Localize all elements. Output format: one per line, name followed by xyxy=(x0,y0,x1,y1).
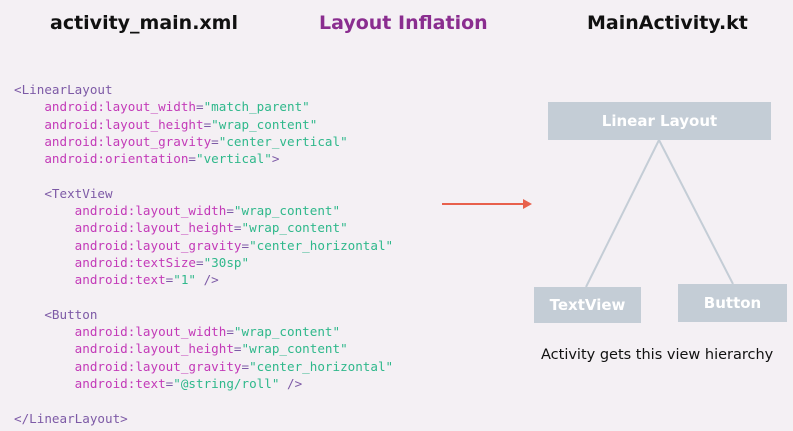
code-token-attr: android:layout_width xyxy=(74,324,227,340)
hierarchy-caption: Activity gets this view hierarchy xyxy=(541,347,774,363)
activity-file-heading: MainActivity.kt xyxy=(587,12,748,34)
code-token-tag: <Button xyxy=(44,306,98,322)
code-token-tag: /> xyxy=(279,376,303,392)
code-token-val: "center_horizontal" xyxy=(249,237,394,253)
code-token-val: "wrap_content" xyxy=(241,341,348,357)
code-token-punct: = xyxy=(241,358,250,374)
code-token-attr: android:orientation xyxy=(44,151,189,167)
code-token-punct: = xyxy=(233,220,242,236)
layout-inflation-heading: Layout Inflation xyxy=(319,12,488,34)
code-token-punct: = xyxy=(233,341,242,357)
code-token-tag: <TextView xyxy=(44,185,113,201)
xml-code-block: <LinearLayout android:layout_width="matc… xyxy=(14,81,393,427)
code-token-val: "30sp" xyxy=(203,254,250,270)
code-token-attr: android:layout_gravity xyxy=(44,133,212,149)
code-token-tag: <LinearLayout xyxy=(14,82,113,97)
code-token-punct: = xyxy=(188,151,196,167)
code-token-attr: android:layout_height xyxy=(44,116,204,132)
code-token-tag: /> xyxy=(196,272,219,288)
code-line: android:layout_gravity="center_horizonta… xyxy=(14,237,393,254)
code-line: <LinearLayout xyxy=(14,81,393,98)
code-token-punct: = xyxy=(211,133,219,149)
code-line: android:layout_gravity="center_horizonta… xyxy=(14,358,393,375)
code-line: <Button xyxy=(14,306,393,323)
connector-to-button xyxy=(658,139,734,285)
arrow-head xyxy=(523,199,532,209)
code-token-val: "wrap_content" xyxy=(233,203,341,219)
code-token-val: "@string/roll" xyxy=(173,376,280,392)
textview-node: TextView xyxy=(534,287,641,323)
code-token-val: "match_parent" xyxy=(203,99,310,115)
code-line: android:layout_width="wrap_content" xyxy=(14,323,393,340)
code-token-punct: = xyxy=(226,203,234,219)
code-line: android:layout_width="match_parent" xyxy=(14,98,393,115)
code-token-tag: > xyxy=(271,151,280,167)
code-line: android:text="@string/roll" /> xyxy=(14,375,393,392)
code-line: android:layout_height="wrap_content" xyxy=(14,116,393,133)
code-token-attr: android:layout_width xyxy=(74,203,227,219)
code-token-tag: </LinearLayout> xyxy=(14,410,128,426)
connector-to-textview xyxy=(585,139,660,288)
xml-file-heading: activity_main.xml xyxy=(50,12,238,34)
code-token-punct: = xyxy=(165,272,174,288)
code-line: android:layout_width="wrap_content" xyxy=(14,202,393,219)
code-token-val: "1" xyxy=(173,272,197,288)
code-token-attr: android:layout_width xyxy=(44,99,196,115)
code-line: android:orientation="vertical"> xyxy=(14,150,393,167)
code-token-val: "center_horizontal" xyxy=(249,358,394,374)
code-line: </LinearLayout> xyxy=(14,410,393,427)
code-token-attr: android:layout_gravity xyxy=(74,237,242,253)
code-token-attr: android:text xyxy=(74,376,166,392)
code-line: android:layout_height="wrap_content" xyxy=(14,340,393,357)
code-token-val: "vertical" xyxy=(196,151,272,167)
code-token-attr: android:layout_gravity xyxy=(74,358,242,374)
code-token-punct: = xyxy=(226,324,234,340)
code-token-punct: = xyxy=(203,116,212,132)
linear-layout-node: Linear Layout xyxy=(548,102,771,140)
code-token-val: "center_vertical" xyxy=(218,133,348,149)
code-token-attr: android:text xyxy=(74,272,166,288)
code-line: android:text="1" /> xyxy=(14,271,393,288)
code-token-attr: android:textSize xyxy=(74,254,196,270)
code-token-val: "wrap_content" xyxy=(211,116,318,132)
code-token-attr: android:layout_height xyxy=(74,341,234,357)
code-line: android:textSize="30sp" xyxy=(14,254,393,271)
code-token-punct: = xyxy=(165,376,174,392)
code-token-attr: android:layout_height xyxy=(74,220,234,236)
code-line: <TextView xyxy=(14,185,393,202)
code-token-val: "wrap_content" xyxy=(233,324,341,340)
code-token-punct: = xyxy=(196,99,204,115)
code-line: android:layout_height="wrap_content" xyxy=(14,219,393,236)
code-line: android:layout_gravity="center_vertical" xyxy=(14,133,393,150)
code-token-val: "wrap_content" xyxy=(241,220,348,236)
inflation-arrow-icon xyxy=(442,199,532,209)
code-token-punct: = xyxy=(241,237,250,253)
code-token-punct: = xyxy=(196,254,204,270)
button-node: Button xyxy=(678,284,787,322)
